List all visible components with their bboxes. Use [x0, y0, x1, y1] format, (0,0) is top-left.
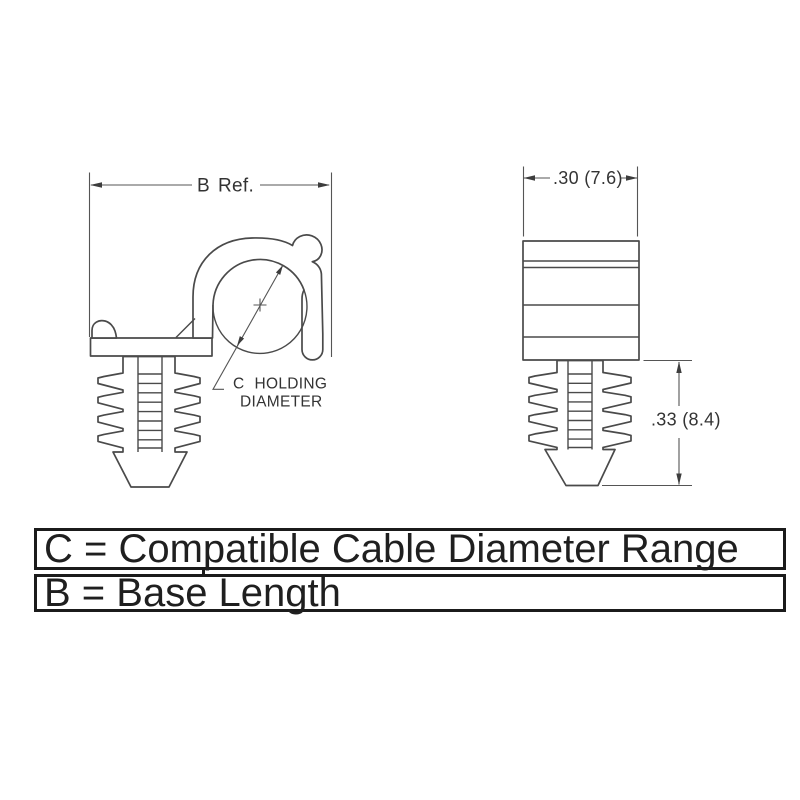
- front-chamfer-line: [175, 318, 196, 338]
- dim-height-extension-lines: [602, 359, 692, 487]
- legend-row-c: C = Compatible Cable Diameter Range: [34, 526, 786, 571]
- side-view: [522, 240, 640, 487]
- front-stem-core: [137, 356, 163, 452]
- front-stem-ribs: [138, 373, 162, 449]
- side-stem-core: [567, 360, 593, 450]
- dim-width-arrowheads: [523, 175, 638, 181]
- dim-c-leader-line: [212, 264, 284, 390]
- legend-divider-tick: [202, 569, 205, 575]
- side-body-lines: [523, 260, 639, 338]
- front-base: [89, 337, 213, 357]
- legend-table: C = Compatible Cable Diameter Range B = …: [34, 526, 786, 615]
- legend-row-b: B = Base Length: [34, 571, 786, 615]
- dim-c-label-line2: DIAMETER: [240, 394, 323, 411]
- dim-b-extension-lines: [88, 172, 333, 357]
- front-base-bump: [91, 319, 118, 339]
- front-hook-outline: [192, 234, 324, 361]
- dim-c-arrowheads: [237, 265, 283, 346]
- legend-text-c: C = Compatible Cable Diameter Range: [44, 526, 739, 571]
- legend-text-b: B = Base Length: [44, 570, 341, 615]
- dim-height-label: .33 (8.4): [651, 410, 721, 430]
- side-fir-tree-mount: [528, 359, 632, 487]
- dim-width-label: .30 (7.6): [553, 168, 623, 188]
- front-view: [89, 234, 324, 488]
- dim-width-extension-lines: [522, 166, 639, 237]
- side-body: [522, 240, 640, 361]
- dimension-height: .33 (8.4): [602, 359, 721, 487]
- dim-c-center-mark: [253, 298, 267, 312]
- front-fir-tree-mount: [97, 355, 201, 488]
- front-cable-circle: [212, 289, 308, 355]
- side-stem-ribs: [568, 373, 592, 449]
- dimension-width: .30 (7.6): [522, 166, 639, 237]
